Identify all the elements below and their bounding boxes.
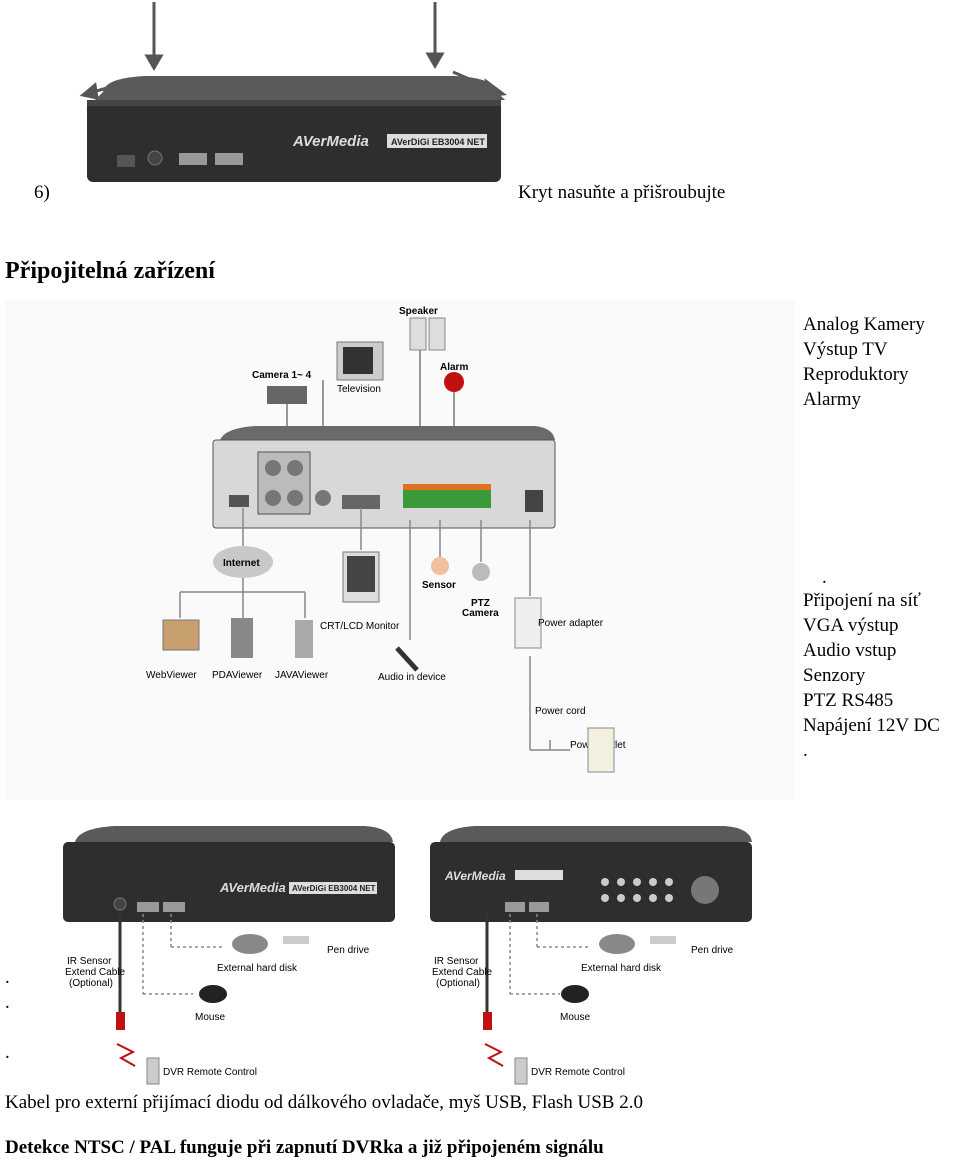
pdaviewer-label: PDAViewer [212,670,263,681]
mouse-label: Mouse [560,1012,590,1023]
list-item: Senzory [803,665,866,686]
external-hdd-label: External hard disk [217,963,298,974]
dot: . [5,1042,10,1063]
dot: . [5,992,10,1013]
list-lead-dot: . [822,567,827,588]
section-title: Připojitelná zařízení [5,258,215,284]
step-instruction: Kryt nasuňte a přišroubujte [518,182,726,203]
feature-list-bottom: Připojení na síť VGA výstup Audio vstup … [803,588,940,738]
power-adapter-label: Power adapter [538,618,604,629]
optional-label: (Optional) [436,978,480,989]
speaker-label: Speaker [399,306,438,317]
dot: . [5,967,10,988]
optional-label: (Optional) [69,978,113,989]
feature-list-top: Analog Kamery Výstup TV Reproduktory Ala… [803,312,925,412]
camera-label: Camera 1~ 4 [252,370,312,381]
crt-monitor-label: CRT/LCD Monitor [320,621,400,632]
ptz-camera-label: Camera [462,608,499,619]
external-hdd-label: External hard disk [581,963,662,974]
javaviewer-label: JAVAViewer [275,670,329,681]
model-badge: AVerDiGi EB3004 NET [292,884,376,893]
list-item: Alarmy [803,389,862,410]
list-item: PTZ RS485 [803,690,894,711]
dvr-cover-image: AVerMedia AVerDiGi EB3004 NET [79,2,508,182]
power-cord-label: Power cord [535,706,586,717]
pen-drive-label: Pen drive [327,945,370,956]
remote-label: DVR Remote Control [163,1067,257,1078]
brand-logo: AVerMedia [292,133,369,150]
list-tail-dot: . [803,740,808,761]
extend-cable-label: Extend Cable [65,967,125,978]
list-item: Výstup TV [803,339,888,360]
list-item: Analog Kamery [803,314,925,335]
brand-logo: AVerMedia [219,880,286,895]
connection-diagram: Speaker Camera 1~ 4 Television Alarm Int… [5,300,795,800]
list-item: Napájení 12V DC [803,715,940,736]
list-item: Reproduktory [803,364,909,385]
remote-label: DVR Remote Control [531,1067,625,1078]
note-text: Detekce NTSC / PAL funguje při zapnutí D… [5,1137,604,1158]
list-item: Připojení na síť [803,590,921,611]
model-badge: AVerDiGi EB3004 NET [391,137,485,147]
extend-cable-label: Extend Cable [432,967,492,978]
pen-drive-label: Pen drive [691,945,734,956]
sensor-label: Sensor [422,580,456,591]
step-number: 6) [34,182,50,203]
ir-sensor-label: IR Sensor [67,956,112,967]
ptz-label: PTZ [471,598,490,609]
usb-devices-diagram: AVerMedia AVerDiGi EB3004 NET AVerMedia … [63,826,752,1085]
caption-text: Kabel pro externí přijímací diodu od dál… [5,1092,643,1113]
list-item: VGA výstup [803,615,899,636]
ir-sensor-label: IR Sensor [434,956,479,967]
mouse-label: Mouse [195,1012,225,1023]
television-label: Television [337,384,381,395]
audio-in-label: Audio in device [378,672,446,683]
internet-label: Internet [223,558,260,569]
alarm-label: Alarm [440,362,468,373]
brand-logo: AVerMedia [444,869,506,883]
list-item: Audio vstup [803,640,897,661]
webviewer-label: WebViewer [146,670,197,681]
